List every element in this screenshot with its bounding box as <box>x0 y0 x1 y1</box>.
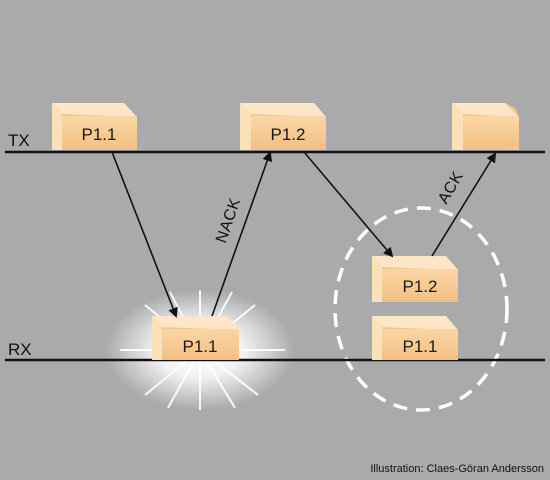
packet-label: P1.1 <box>183 337 218 356</box>
packet-tx-next <box>452 103 519 150</box>
rx-label: RX <box>8 340 32 359</box>
arrow-tx-p12-to-rx <box>303 151 394 258</box>
packet-rx-p11-error: P1.1 <box>152 316 239 360</box>
arrow-tx-p11-to-rx <box>111 151 178 318</box>
packet-tx-p11: P1.1 <box>52 103 137 150</box>
packet-label: P1.2 <box>271 125 306 144</box>
soft-combining-highlight <box>333 206 509 412</box>
illustration-credit: Illustration: Claes-Göran Andersson <box>370 463 544 475</box>
arrow-ack <box>431 152 497 257</box>
ack-label: ACK <box>435 169 467 207</box>
packet-rx-p12: P1.2 <box>372 256 458 302</box>
packet-label: P1.2 <box>403 277 438 296</box>
packet-label: P1.1 <box>82 125 117 144</box>
arrow-nack <box>211 151 273 317</box>
tx-label: TX <box>8 131 30 150</box>
packet-tx-p12: P1.2 <box>240 103 326 150</box>
packet-rx-p11-buffered: P1.1 <box>372 316 458 360</box>
packet-label: P1.1 <box>403 337 438 356</box>
